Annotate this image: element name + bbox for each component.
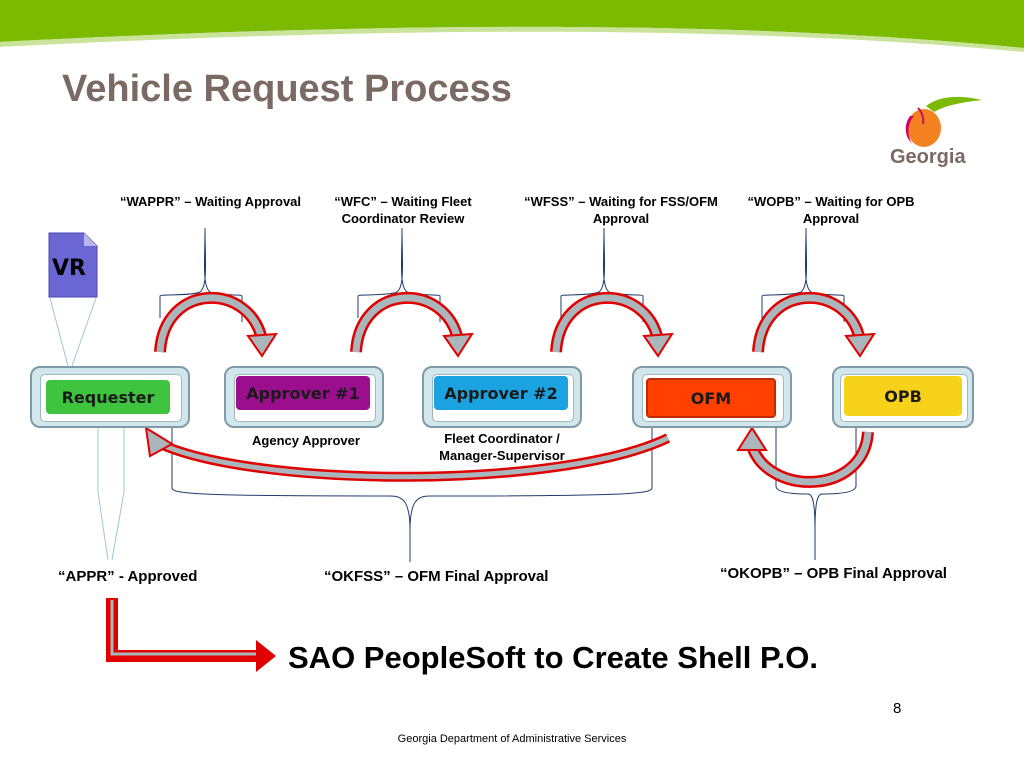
node-approver2-label: Approver #2	[434, 376, 568, 410]
bottom-braces	[171, 428, 857, 562]
node-approver2-description-line2: Manager-Supervisor	[439, 448, 565, 463]
document-icon	[48, 232, 98, 298]
node-approver2-description-line1: Fleet Coordinator /	[444, 431, 560, 446]
node-requester-label: Requester	[46, 380, 170, 414]
status-wfc-line2: Coordinator Review	[341, 211, 465, 226]
vr-callout-lines	[49, 297, 97, 367]
node-ofm-label: OFM	[646, 378, 776, 418]
status-wfss-line1: “WFSS” – Waiting for FSS/OFM	[524, 194, 718, 209]
forward-arrows	[154, 291, 876, 358]
sao-arrow	[106, 598, 276, 672]
page-number: 8	[893, 700, 902, 717]
return-arrow-ofm-to-requester	[144, 426, 671, 482]
document-icon-label: VR	[52, 256, 86, 281]
appr-callout-lines	[97, 426, 125, 561]
status-wopb-line1: “WOPB” – Waiting for OPB	[747, 194, 915, 209]
georgia-logo-text: Georgia	[890, 146, 966, 168]
slide-footer: Georgia Department of Administrative Ser…	[397, 733, 627, 745]
final-status-appr: “APPR” - Approved	[58, 568, 198, 585]
node-approver2: Approver #2	[422, 366, 582, 428]
node-approver1: Approver #1	[224, 366, 384, 428]
node-approver1-label: Approver #1	[236, 376, 370, 410]
header-swoosh	[0, 0, 1024, 52]
status-wappr: “WAPPR” – Waiting Approval	[119, 194, 302, 209]
status-wopb: “WOPB” – Waiting for OPB Approval	[735, 193, 927, 227]
node-requester: Requester	[30, 366, 190, 428]
status-wfss: “WFSS” – Waiting for FSS/OFM Approval	[510, 193, 732, 227]
return-arrow-opb-to-ofm	[736, 426, 874, 488]
node-opb: OPB	[832, 366, 974, 428]
status-wopb-line2: Approval	[802, 211, 860, 226]
final-status-okopb: “OKOPB” – OPB Final Approval	[720, 565, 947, 582]
status-wfss-line2: Approval	[592, 211, 650, 226]
node-ofm: OFM	[632, 366, 792, 428]
node-approver2-description: Fleet Coordinator / Manager-Supervisor	[412, 430, 592, 464]
slide-title: Vehicle Request Process	[62, 68, 512, 110]
node-opb-label: OPB	[844, 376, 962, 416]
node-approver1-description: Agency Approver	[252, 433, 360, 448]
status-wfc-line1: “WFC” – Waiting Fleet	[334, 194, 472, 209]
status-wfc: “WFC” – Waiting Fleet Coordinator Review	[320, 193, 486, 227]
final-status-okfss: “OKFSS” – OFM Final Approval	[324, 568, 549, 585]
georgia-peach-logo-icon	[905, 96, 982, 147]
top-braces	[159, 227, 845, 322]
sao-statement: SAO PeopleSoft to Create Shell P.O.	[288, 640, 818, 675]
